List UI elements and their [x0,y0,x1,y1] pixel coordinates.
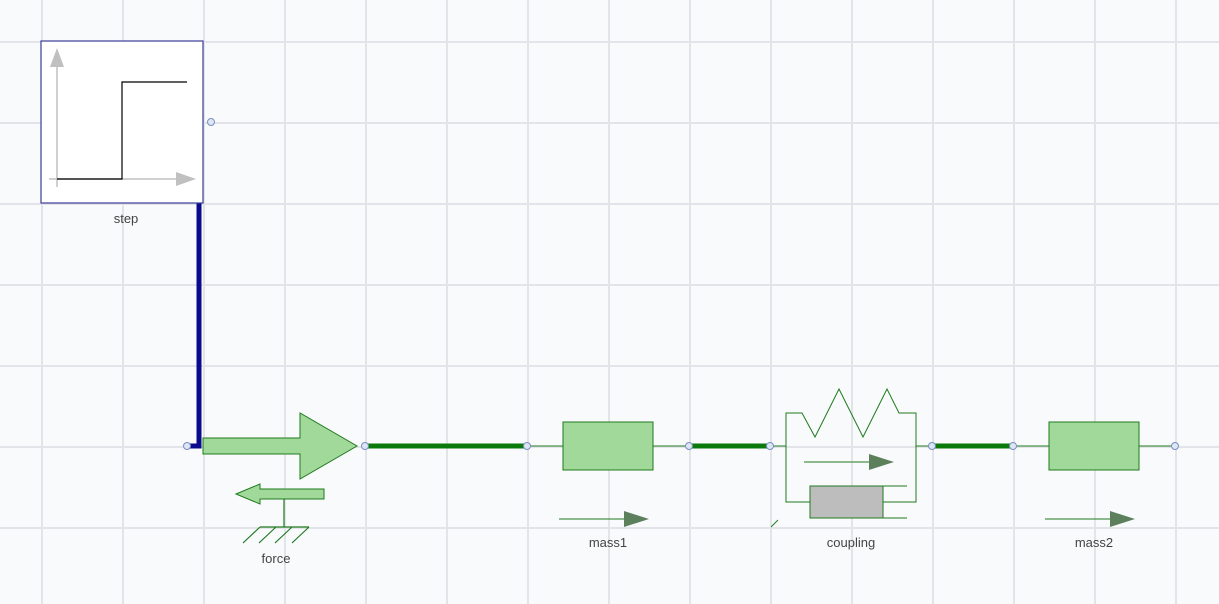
force-arrow-icon [202,412,358,480]
force-label: force [262,551,291,566]
damper-icon [770,446,917,528]
mass1-direction-arrow-icon [559,511,649,527]
ports [183,118,1179,450]
step-axes-icon [49,48,196,187]
force-input-port[interactable] [183,442,191,450]
mass1-label: mass1 [589,535,627,550]
mass2-left-port[interactable] [1009,442,1017,450]
mass2-right-port[interactable] [1171,442,1179,450]
step-block[interactable]: step [40,40,204,226]
mass2-direction-arrow-icon [1045,511,1135,527]
spring-icon [770,387,932,447]
coupling-right-port[interactable] [928,442,936,450]
force-component[interactable]: force [202,412,358,566]
mass2-component[interactable]: mass2 [1013,421,1175,550]
coupling-label: coupling [827,535,875,550]
mass1-component[interactable]: mass1 [527,421,689,550]
ground-icon [242,499,310,544]
coupling-direction-arrow-icon [804,454,894,470]
coupling-left-port[interactable] [766,442,774,450]
reaction-arrow-icon [234,483,325,505]
mass2-label: mass2 [1075,535,1113,550]
step-output-port[interactable] [207,118,215,126]
step-label: step [114,211,139,226]
force-flange-port[interactable] [361,442,369,450]
mass1-right-port[interactable] [685,442,693,450]
mass1-left-port[interactable] [523,442,531,450]
wires [187,119,1013,449]
coupling-component[interactable]: coupling [770,387,932,550]
